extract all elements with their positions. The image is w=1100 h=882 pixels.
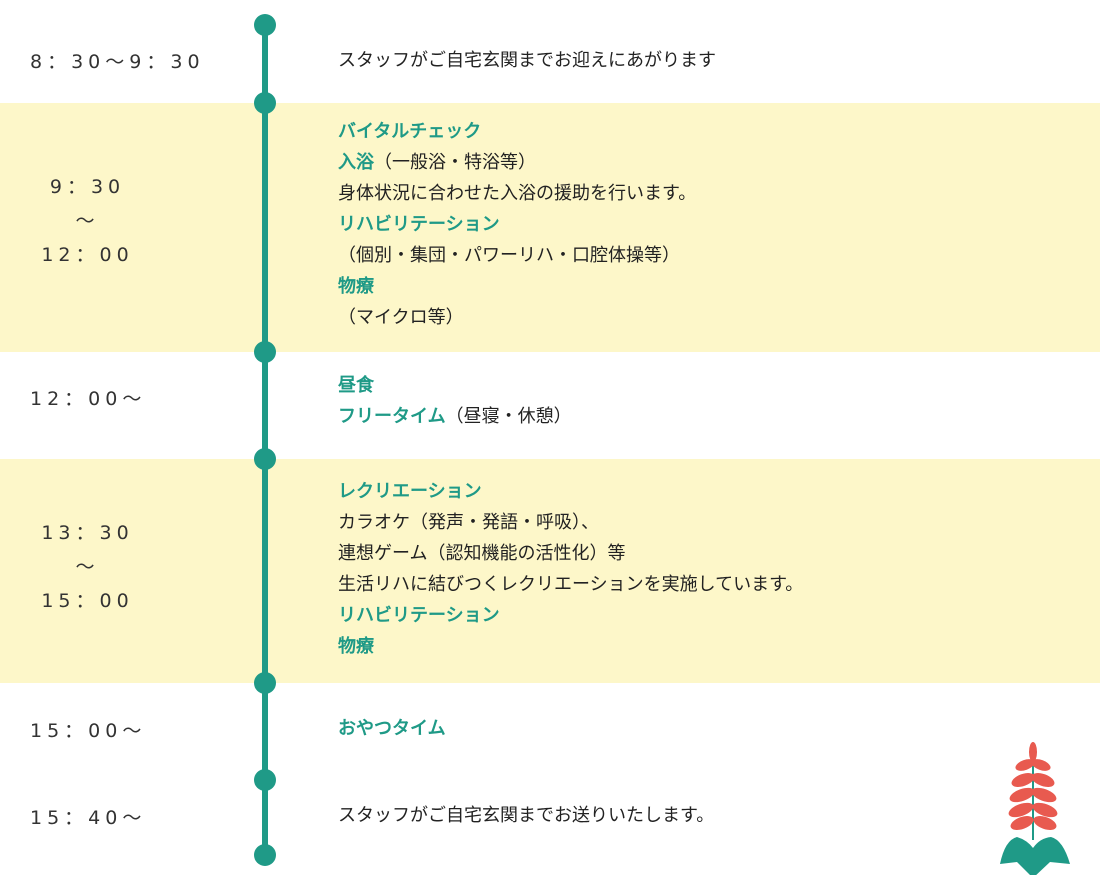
timeline-dot xyxy=(254,341,276,363)
timeline-dot xyxy=(254,14,276,36)
content-line: （個別・集団・パワーリハ・口腔体操等） xyxy=(338,240,696,271)
activity-text: スタッフがご自宅玄関までお送りいたします。 xyxy=(338,805,715,826)
activity-heading: リハビリテーション xyxy=(338,214,500,235)
content-line: スタッフがご自宅玄関までお迎えにあがります xyxy=(338,45,716,76)
content-line: 昼食 xyxy=(338,370,572,401)
content-line: 生活リハに結びつくレクリエーションを実施しています。 xyxy=(338,569,803,600)
band-afternoon xyxy=(0,459,1100,683)
schedule-content: スタッフがご自宅玄関までお迎えにあがります xyxy=(338,45,716,76)
activity-heading: 物療 xyxy=(338,276,374,297)
time-text: 15：00～ xyxy=(30,720,147,742)
time-text: 12：00 xyxy=(41,244,134,266)
activity-text: （マイクロ等） xyxy=(338,307,464,328)
activity-heading: 物療 xyxy=(338,636,374,657)
timeline-dot xyxy=(254,769,276,791)
activity-heading: 昼食 xyxy=(338,375,374,396)
time-text: 9：30 xyxy=(49,176,126,198)
schedule-content: スタッフがご自宅玄関までお送りいたします。 xyxy=(338,800,714,831)
content-line: リハビリテーション xyxy=(338,600,803,631)
activity-text: 生活リハに結びつくレクリエーションを実施しています。 xyxy=(338,574,804,595)
content-line: 入浴（一般浴・特浴等） xyxy=(338,147,696,178)
content-line: バイタルチェック xyxy=(338,116,696,147)
activity-heading: レクリエーション xyxy=(338,481,482,502)
content-line: スタッフがご自宅玄関までお送りいたします。 xyxy=(338,800,714,831)
content-line: 物療 xyxy=(338,271,696,302)
activity-text: （一般浴・特浴等） xyxy=(374,152,536,173)
content-line: リハビリテーション xyxy=(338,209,696,240)
activity-heading: リハビリテーション xyxy=(338,605,500,626)
schedule-content: 昼食フリータイム（昼寝・休憩） xyxy=(338,370,572,432)
schedule-content: バイタルチェック入浴（一般浴・特浴等）身体状況に合わせた入浴の援助を行います。リ… xyxy=(338,116,696,333)
timeline-dot xyxy=(254,92,276,114)
time-text: ～ xyxy=(75,556,100,578)
activity-heading: おやつタイム xyxy=(338,718,446,739)
activity-text: （個別・集団・パワーリハ・口腔体操等） xyxy=(338,245,680,266)
content-line: 物療 xyxy=(338,631,803,662)
timeline-line xyxy=(262,25,268,855)
time-text: 8：30～9：30 xyxy=(30,51,205,73)
time-text: 15：40～ xyxy=(30,807,147,829)
schedule-content: レクリエーションカラオケ（発声・発語・呼吸）、連想ゲーム（認知機能の活性化）等生… xyxy=(338,476,803,662)
timeline-dot xyxy=(254,672,276,694)
time-text: 13：30 xyxy=(41,522,134,544)
activity-text: 身体状況に合わせた入浴の援助を行います。 xyxy=(338,183,697,204)
timeline-dot xyxy=(254,448,276,470)
time-label: 13：30 ～ 15：00 xyxy=(30,516,145,618)
activity-heading: フリータイム xyxy=(338,406,446,427)
timeline-dot xyxy=(254,844,276,866)
band-morning xyxy=(0,103,1100,352)
time-label: 15：00～ xyxy=(30,714,220,748)
time-text: ～ xyxy=(75,210,100,232)
content-line: レクリエーション xyxy=(338,476,803,507)
activity-heading: バイタルチェック xyxy=(338,121,482,142)
time-label: 15：40～ xyxy=(30,801,220,835)
time-text: 15：00 xyxy=(41,590,134,612)
activity-heading: 入浴 xyxy=(338,152,374,173)
content-line: フリータイム（昼寝・休憩） xyxy=(338,401,572,432)
activity-text: カラオケ（発声・発語・呼吸）、 xyxy=(338,512,599,533)
content-line: 身体状況に合わせた入浴の援助を行います。 xyxy=(338,178,696,209)
schedule-content: おやつタイム xyxy=(338,713,446,744)
content-line: カラオケ（発声・発語・呼吸）、 xyxy=(338,507,803,538)
time-text: 12：00～ xyxy=(30,388,147,410)
content-line: 連想ゲーム（認知機能の活性化）等 xyxy=(338,538,803,569)
activity-text: 連想ゲーム（認知機能の活性化）等 xyxy=(338,543,626,564)
time-label: 8：30～9：30 xyxy=(30,45,220,79)
activity-text: スタッフがご自宅玄関までお迎えにあがります xyxy=(338,50,716,71)
time-label: 9：30 ～ 12：00 xyxy=(30,170,145,272)
content-line: （マイクロ等） xyxy=(338,302,696,333)
flower-illustration xyxy=(1000,742,1070,875)
time-label: 12：00～ xyxy=(30,382,220,416)
content-line: おやつタイム xyxy=(338,713,446,744)
activity-text: （昼寝・休憩） xyxy=(445,406,572,427)
